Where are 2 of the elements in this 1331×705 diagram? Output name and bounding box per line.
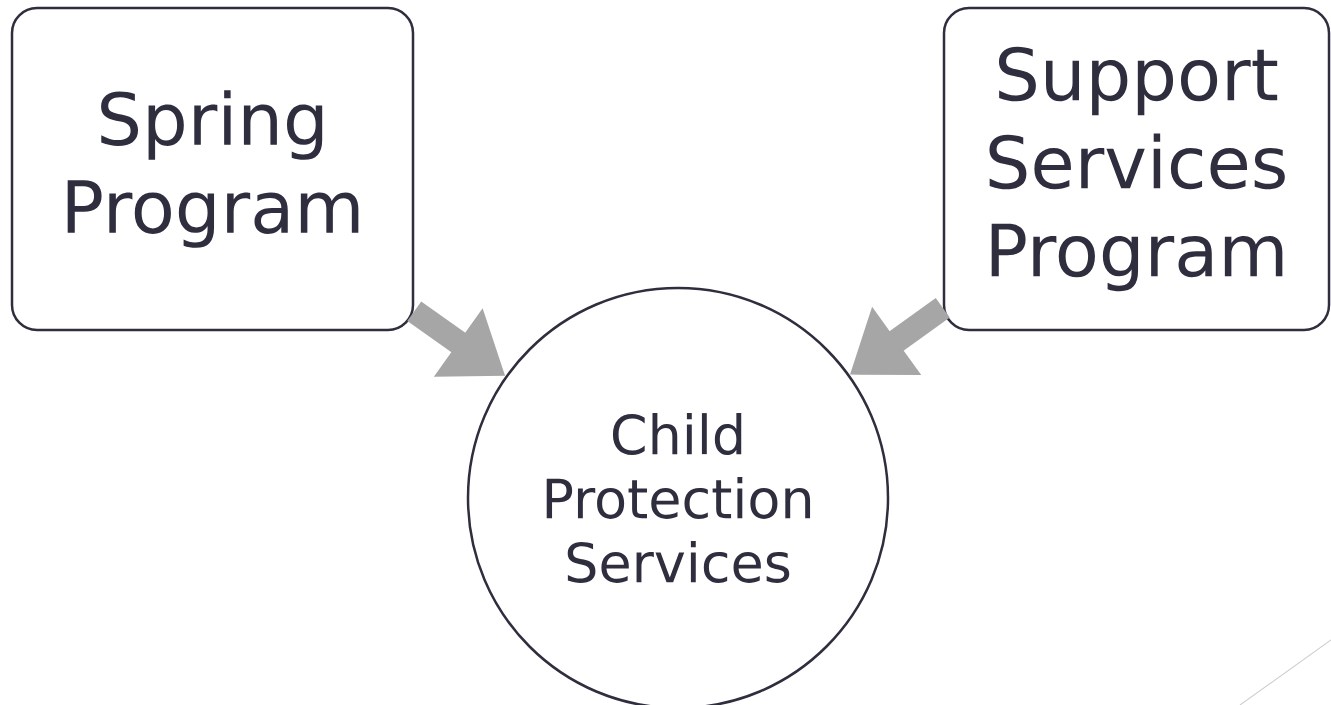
program-box: Support Services Program [942,6,1331,332]
program-box: Spring Program [10,6,415,332]
